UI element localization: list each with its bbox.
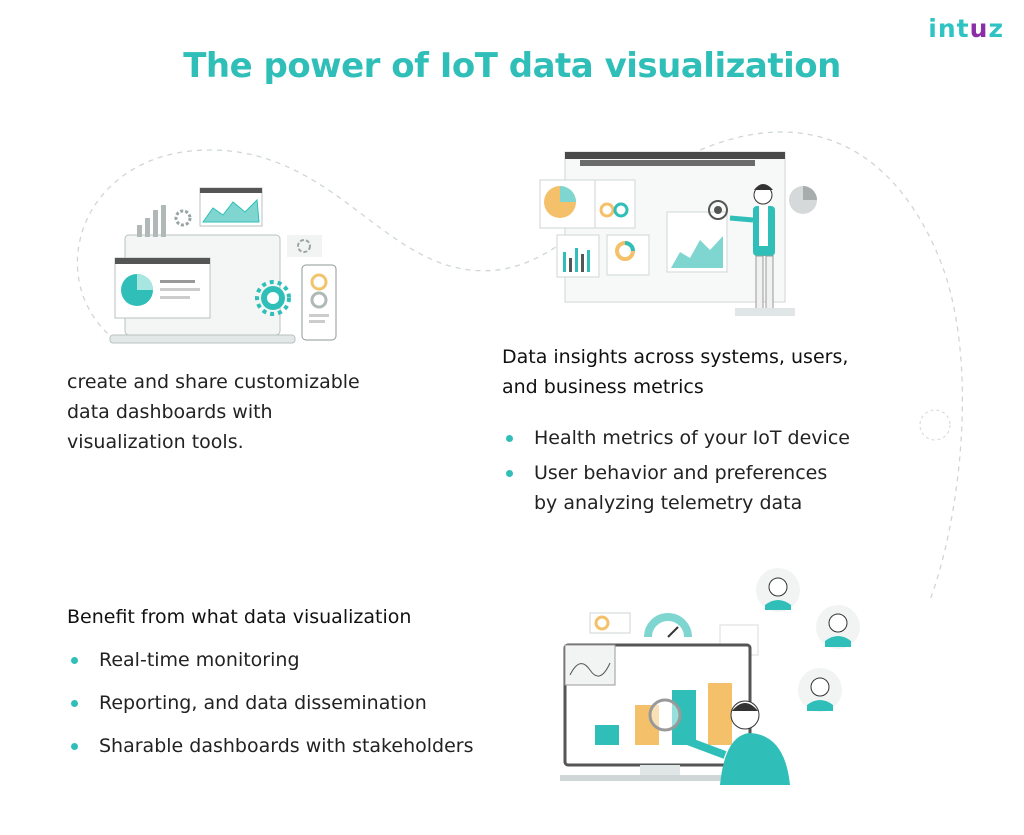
bottom-section: Benefit from what data visualization Rea… [67, 602, 527, 761]
brand-logo[interactable]: intuz [928, 14, 1004, 43]
list-item: User behavior and preferences by analyzi… [502, 458, 922, 518]
list-item: Sharable dashboards with stakeholders [67, 731, 527, 761]
bottom-bullet-list: Real-time monitoring Reporting, and data… [67, 645, 527, 761]
list-item: Real-time monitoring [67, 645, 527, 675]
analyst-chart-illustration [560, 565, 870, 790]
left-line-1: create and share customizable [67, 371, 360, 393]
left-line-2: data dashboards with [67, 401, 273, 423]
page-title: The power of IoT data visualization [183, 46, 841, 86]
list-item: Health metrics of your IoT device [502, 423, 922, 453]
left-line-3: visualization tools. [67, 431, 244, 453]
right-heading: Data insights across systems, users, and… [502, 342, 922, 402]
presenter-dashboard-illustration [535, 140, 825, 325]
right-section: Data insights across systems, users, and… [502, 342, 922, 518]
dashboard-devices-illustration [105, 180, 345, 350]
left-description: create and share customizable data dashb… [67, 367, 447, 457]
right-heading-line-1: Data insights across systems, users, [502, 346, 849, 368]
right-bullet-list: Health metrics of your IoT device User b… [502, 423, 922, 518]
bottom-heading: Benefit from what data visualization [67, 606, 412, 628]
right-heading-line-2: and business metrics [502, 376, 704, 398]
list-item: Reporting, and data dissemination [67, 688, 527, 718]
